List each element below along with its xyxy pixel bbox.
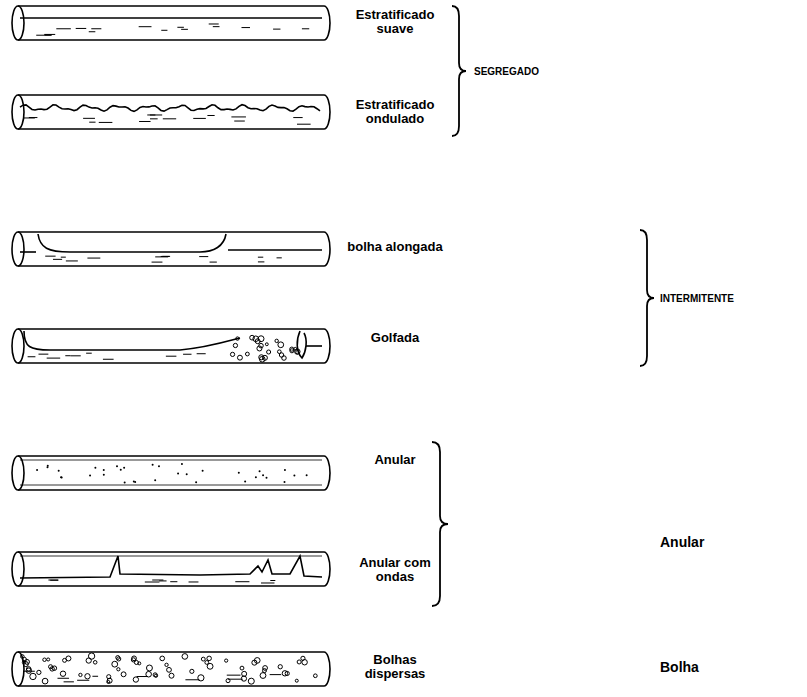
pipe-elongated-bubble — [12, 232, 330, 266]
group-label: Bolha — [660, 660, 780, 675]
braces — [432, 6, 654, 606]
brace — [432, 442, 448, 606]
pattern-label: Golfada — [345, 331, 445, 345]
pattern-label: Estratificado suave — [345, 8, 445, 37]
pipe-stratified-smooth — [12, 6, 330, 40]
pipe-slug — [12, 329, 330, 363]
pipe-stratified-wavy — [12, 95, 330, 129]
pipe-annular-wavy — [12, 552, 330, 586]
pipe-dispersed-bubbles — [12, 652, 330, 686]
pattern-label: Bolhas dispersas — [345, 653, 445, 682]
pattern-label: Anular com ondas — [345, 556, 445, 585]
brace — [640, 230, 654, 366]
pattern-label: bolha alongada — [345, 240, 445, 254]
brace — [452, 6, 466, 136]
pipes — [12, 6, 330, 686]
pattern-label: Estratificado ondulado — [345, 98, 445, 127]
group-label: INTERMITENTE — [660, 293, 800, 304]
group-label: Anular — [660, 535, 780, 550]
group-label: SEGREGADO — [474, 66, 594, 77]
pipe-annular — [12, 456, 330, 490]
pattern-label: Anular — [345, 453, 445, 467]
